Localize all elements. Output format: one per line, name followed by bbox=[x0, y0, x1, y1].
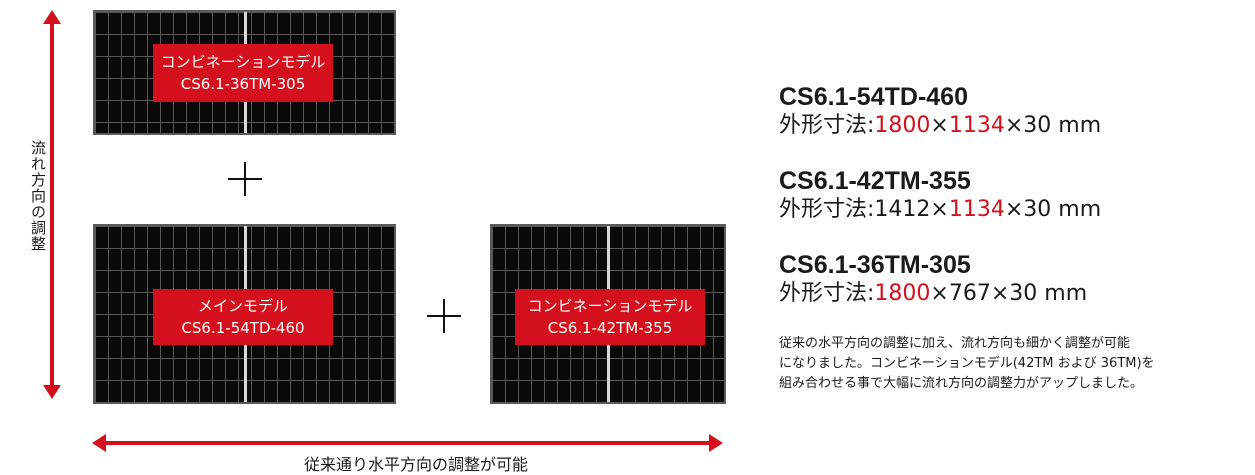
vertical-arrow-label: 流れ方向の調整 bbox=[29, 140, 47, 252]
horizontal-arrow bbox=[105, 441, 710, 445]
vertical-arrow-head-down bbox=[43, 385, 61, 399]
vertical-arrow-head-up bbox=[43, 10, 61, 24]
panel-label: コンビネーションモデル CS6.1-42TM-355 bbox=[515, 289, 705, 345]
panel-label-model: CS6.1-36TM-305 bbox=[180, 75, 306, 93]
horizontal-arrow-label: 従来通り水平方向の調整が可能 bbox=[303, 455, 528, 474]
spec-block: CS6.1-36TM-305 外形寸法:1800×767×30 mm bbox=[779, 250, 1087, 308]
panel-label-model: CS6.1-42TM-355 bbox=[547, 319, 673, 337]
panel-label-title: コンビネーションモデル bbox=[160, 53, 326, 71]
plus-icon bbox=[228, 162, 262, 196]
spec-dimensions: 外形寸法:1800×767×30 mm bbox=[779, 281, 1088, 306]
vertical-arrow bbox=[50, 20, 54, 385]
panel-combination-42tm: コンビネーションモデル CS6.1-42TM-355 bbox=[490, 224, 726, 404]
horizontal-arrow-head-left bbox=[92, 434, 106, 452]
spec-dimensions: 外形寸法:1800×1134×30 mm bbox=[779, 113, 1102, 138]
spec-block: CS6.1-54TD-460 外形寸法:1800×1134×30 mm bbox=[779, 82, 1101, 140]
panel-label-model: CS6.1-54TD-460 bbox=[181, 319, 305, 337]
spec-dimensions: 外形寸法:1412×1134×30 mm bbox=[779, 197, 1102, 222]
panel-label-title: コンビネーションモデル bbox=[527, 297, 693, 315]
spec-block: CS6.1-42TM-355 外形寸法:1412×1134×30 mm bbox=[779, 166, 1101, 224]
spec-model-name: CS6.1-36TM-305 bbox=[779, 251, 971, 279]
panel-label: メインモデル CS6.1-54TD-460 bbox=[153, 289, 333, 345]
description-text: 従来の水平方向の調整に加え、流れ方向も細かく調整が可能 になりました。コンビネー… bbox=[779, 336, 1155, 391]
panel-main-54td: メインモデル CS6.1-54TD-460 bbox=[93, 224, 396, 404]
horizontal-arrow-head-right bbox=[709, 434, 723, 452]
spec-model-name: CS6.1-42TM-355 bbox=[779, 167, 971, 195]
spec-model-name: CS6.1-54TD-460 bbox=[779, 83, 968, 111]
panel-label-title: メインモデル bbox=[197, 297, 288, 315]
panel-label: コンビネーションモデル CS6.1-36TM-305 bbox=[153, 44, 333, 102]
panel-combination-36tm: コンビネーションモデル CS6.1-36TM-305 bbox=[93, 10, 396, 135]
plus-icon bbox=[427, 299, 461, 333]
